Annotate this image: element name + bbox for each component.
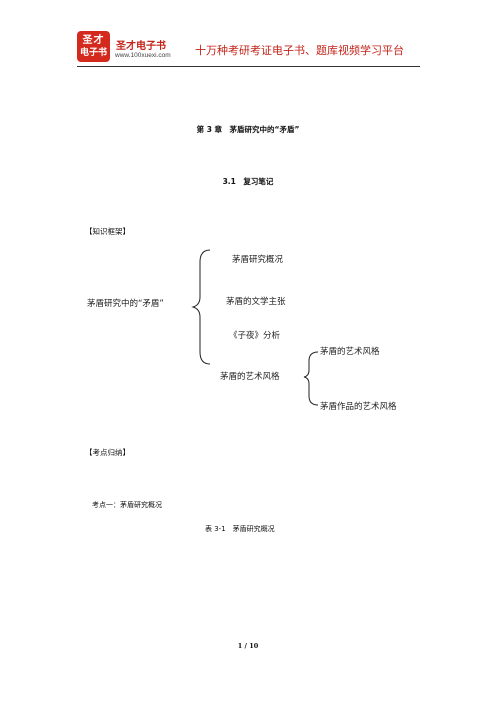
mindmap-branch-ziye-analysis: 《子夜》分析 [229,331,281,341]
header-divider [77,66,420,67]
mindmap-sub-artistic-style: 茅盾的艺术风格 [320,347,380,357]
table-caption: 表 3-1 茅盾研究概况 [205,525,275,533]
mindmap-root: 茅盾研究中的“矛盾” [87,299,164,309]
page-number: 1 / 10 [237,642,259,650]
main-brace [191,249,211,365]
mindmap-sub-works-style: 茅盾作品的艺术风格 [320,402,397,412]
logo-text-bottom: 电子书 [79,48,107,58]
chapter-title: 第 3 章 茅盾研究中的“矛盾” [196,125,300,134]
exam-points-label: 【考点归纳】 [85,448,130,457]
mindmap-branch-literary-views: 茅盾的文学主张 [226,297,286,307]
framework-label: 【知识框架】 [85,227,130,236]
header-slogan: 十万种考研考证电子书、题库视频学习平台 [195,44,404,57]
point-one-heading: 考点一：茅盾研究概况 [92,501,162,509]
mindmap-branch-overview: 茅盾研究概况 [232,255,284,265]
brand-url[interactable]: www.100xuexi.com [115,52,171,59]
mindmap-branch-artistic-style: 茅盾的艺术风格 [220,372,280,382]
brand-logo: 圣才 电子书 [77,31,110,62]
brand-name: 圣才电子书 [116,41,166,52]
section-title: 3.1 复习笔记 [222,177,274,186]
sub-brace [303,351,319,406]
logo-text-top: 圣才 [82,35,105,46]
